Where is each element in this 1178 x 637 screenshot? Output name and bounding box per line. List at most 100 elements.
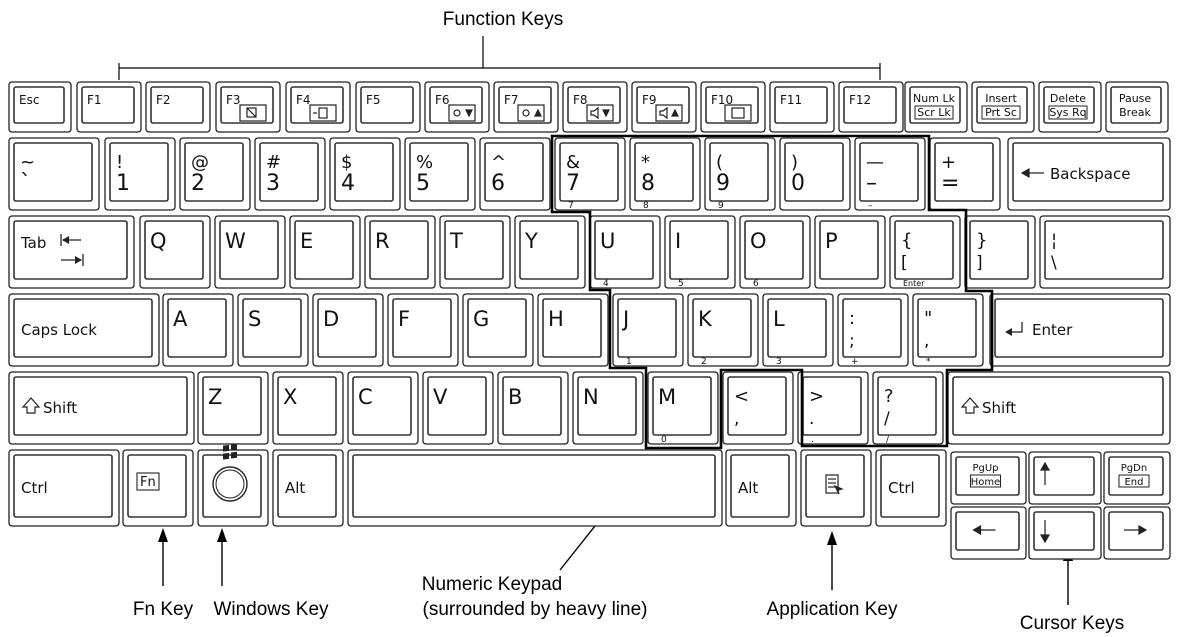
key-z[interactable]: Z: [197, 371, 269, 445]
keypad-legend: 2: [701, 357, 707, 367]
key-down[interactable]: [1028, 506, 1102, 560]
key-esc[interactable]: Esc: [8, 81, 72, 133]
shift-arrow-icon: [21, 397, 41, 414]
key-f1[interactable]: F1: [76, 81, 142, 133]
key-7[interactable]: &77: [554, 137, 626, 211]
key-q[interactable]: Q: [139, 215, 211, 289]
key-i[interactable]: I5: [664, 215, 736, 289]
keypad-legend: Enter: [903, 279, 925, 288]
key-4[interactable]: $4: [329, 137, 401, 211]
key-p[interactable]: P: [814, 215, 886, 289]
key-6[interactable]: ^6: [479, 137, 551, 211]
key-f[interactable]: F: [387, 293, 459, 367]
key-backslash[interactable]: ¦\: [1039, 215, 1171, 289]
key-top-legend: *: [641, 152, 650, 173]
key-equal[interactable]: +=: [929, 137, 1001, 211]
key-0[interactable]: )0: [779, 137, 851, 211]
key-9[interactable]: (99: [704, 137, 776, 211]
keypad-legend: 0: [661, 435, 667, 445]
key-a[interactable]: A: [162, 293, 234, 367]
key-f7[interactable]: F7: [493, 81, 559, 133]
key-t[interactable]: T: [439, 215, 511, 289]
key-2[interactable]: @2: [179, 137, 251, 211]
key-top-legend: ~: [20, 152, 35, 173]
key-8[interactable]: *88: [629, 137, 701, 211]
key-d[interactable]: D: [312, 293, 384, 367]
key-rctrl[interactable]: Ctrl: [875, 449, 947, 527]
key-f10[interactable]: F10: [700, 81, 766, 133]
key-lbracket[interactable]: {[Enter: [889, 215, 961, 289]
key-r[interactable]: R: [364, 215, 436, 289]
key-u[interactable]: U4: [589, 215, 661, 289]
key-lshift[interactable]: Shift: [8, 371, 195, 445]
key-backspace[interactable]: Backspace: [1007, 137, 1171, 211]
key-enter[interactable]: Enter: [989, 293, 1171, 367]
key-f4[interactable]: F4: [285, 81, 351, 133]
key-f8[interactable]: F8: [562, 81, 628, 133]
key-o[interactable]: O6: [739, 215, 811, 289]
key-tilde[interactable]: ~`: [8, 137, 100, 211]
key-b[interactable]: B: [497, 371, 569, 445]
key-l[interactable]: L3: [762, 293, 834, 367]
key-win[interactable]: [197, 443, 269, 527]
brightness-up-icon: [517, 104, 545, 122]
keypad-legend: 6: [753, 279, 759, 289]
key-x[interactable]: X: [272, 371, 344, 445]
key-f3[interactable]: F3: [215, 81, 281, 133]
key-j[interactable]: J1: [612, 293, 684, 367]
key-top-legend: ": [924, 308, 932, 329]
key-lalt[interactable]: Alt: [272, 449, 344, 527]
key-rbracket[interactable]: }]: [964, 215, 1036, 289]
keypad-legend: 5: [678, 279, 684, 289]
key-app[interactable]: [800, 449, 872, 527]
key-5[interactable]: %5: [404, 137, 476, 211]
key-3[interactable]: #3: [254, 137, 326, 211]
key-period[interactable]: >..: [797, 371, 869, 445]
key-v[interactable]: V: [422, 371, 494, 445]
key-top-legend: Pause: [1119, 92, 1152, 105]
key-slash[interactable]: ?//: [872, 371, 944, 445]
key-right[interactable]: [1103, 506, 1171, 560]
key-k[interactable]: K2: [687, 293, 759, 367]
key-e[interactable]: E: [289, 215, 361, 289]
key-ralt[interactable]: Alt: [725, 449, 797, 527]
key-c[interactable]: C: [347, 371, 419, 445]
key-1[interactable]: !1: [104, 137, 176, 211]
key-f11[interactable]: F11: [769, 81, 835, 133]
key-minus[interactable]: —––: [854, 137, 926, 211]
key-comma[interactable]: <,: [722, 371, 794, 445]
key-bottom-legend: Scr Lk: [917, 106, 951, 119]
key-f12[interactable]: F12: [838, 81, 904, 133]
key-g[interactable]: G: [462, 293, 534, 367]
key-left[interactable]: [950, 506, 1027, 560]
key-top-legend: ): [791, 152, 798, 173]
key-quote[interactable]: ",*: [912, 293, 984, 367]
key-f5[interactable]: F5: [355, 81, 421, 133]
key-y[interactable]: Y: [514, 215, 586, 289]
key-f2[interactable]: F2: [145, 81, 211, 133]
key-h[interactable]: H: [537, 293, 609, 367]
key-bottom-legend: ,: [734, 409, 739, 429]
key-caps[interactable]: Caps Lock: [8, 293, 160, 367]
key-w[interactable]: W: [214, 215, 286, 289]
key-bottom-legend: Sys Rq: [1049, 106, 1086, 119]
key-rshift[interactable]: Shift: [947, 371, 1171, 445]
key-f9[interactable]: F9: [631, 81, 697, 133]
key-m[interactable]: M0: [647, 371, 719, 445]
key-lctrl[interactable]: Ctrl: [8, 449, 120, 527]
key-tab[interactable]: Tab: [8, 215, 135, 289]
windows-logo-icon: [212, 443, 248, 502]
key-semicolon[interactable]: :;+: [837, 293, 909, 367]
key-s[interactable]: S: [237, 293, 309, 367]
key-fn[interactable]: Fn: [122, 449, 194, 527]
key-space[interactable]: [347, 449, 723, 527]
key-f6[interactable]: F6: [424, 81, 490, 133]
key-n[interactable]: N: [572, 371, 644, 445]
key-up[interactable]: [1028, 451, 1102, 505]
